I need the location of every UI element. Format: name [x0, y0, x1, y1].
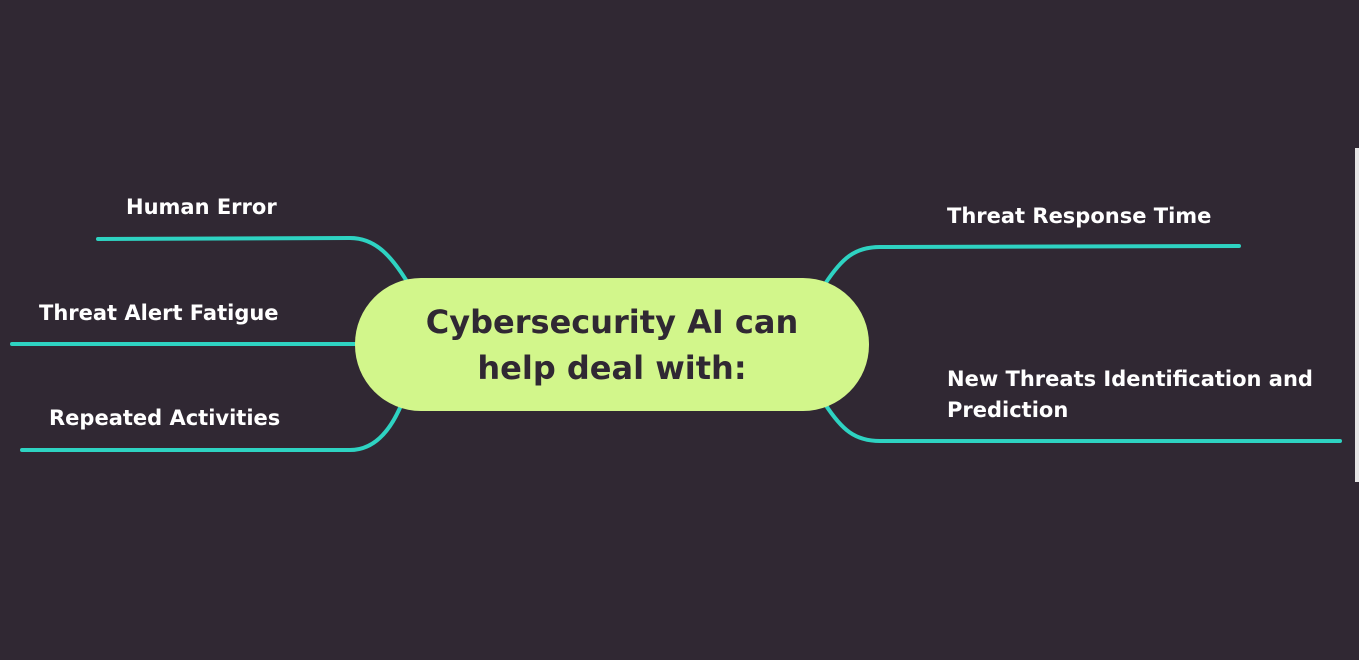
branch-label-new-threats[interactable]: New Threats Identification and Predictio…	[947, 367, 1313, 422]
central-topic-node[interactable]: Cybersecurity AI can help deal with:	[355, 278, 869, 411]
connector-threat-response-time	[823, 244, 1241, 286]
branch-label-threat-response-time[interactable]: Threat Response Time	[947, 204, 1212, 228]
branch-label-repeated-activities[interactable]: Repeated Activities	[49, 406, 281, 430]
vertical-scrollbar[interactable]	[1355, 148, 1359, 482]
connector-human-error	[96, 235, 414, 292]
branch-label-threat-alert-fatigue[interactable]: Threat Alert Fatigue	[39, 301, 279, 325]
connector-repeated-activities	[20, 396, 406, 452]
central-topic-text: Cybersecurity AI can help deal with:	[425, 302, 799, 387]
branch-label-human-error[interactable]: Human Error	[126, 195, 277, 219]
connector-new-threats	[823, 402, 1342, 443]
